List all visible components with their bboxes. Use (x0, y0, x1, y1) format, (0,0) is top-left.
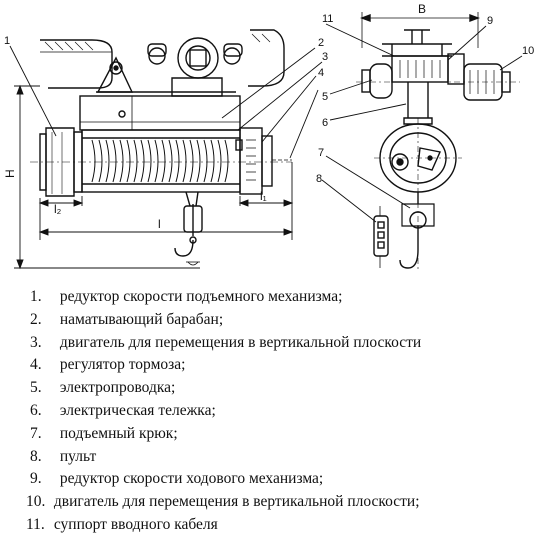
legend-text: наматывающий барабан; (59, 310, 224, 328)
leader-lines-right (321, 23, 523, 223)
callout-7: 7 (318, 147, 324, 159)
legend-item: 9. редуктор скорости ходового механизма; (30, 468, 545, 491)
dimension-b: B (418, 2, 426, 16)
legend-number: 3. (30, 333, 42, 351)
callout-6: 6 (322, 117, 328, 129)
legend-text: суппорт вводного кабеля (53, 515, 218, 533)
legend-number: 11. (26, 515, 45, 533)
callout-2: 2 (318, 37, 324, 49)
legend-number: 2. (30, 310, 42, 328)
rope-and-hook (174, 191, 203, 266)
legend-item: 2. наматывающий барабан; (30, 309, 545, 332)
legend-item: 6. электрическая тележка; (30, 400, 545, 423)
hoist-technical-drawing: 1 2 3 4 5 6 7 8 9 10 11 H B l l₂ l₁ (3, 2, 534, 270)
legend-item: 11. суппорт вводного кабеля (26, 514, 545, 537)
legend-text: пульт (59, 447, 97, 465)
dimension-l1: l₁ (260, 189, 267, 203)
legend-text: подъемный крюк; (59, 424, 178, 442)
legend-item: 3. двигатель для перемещения в вертикаль… (30, 332, 545, 355)
legend-text: электрическая тележка; (59, 401, 216, 419)
callout-4: 4 (318, 67, 324, 79)
winding-drum (81, 129, 241, 193)
legend-item: 1. редуктор скорости подъемного механизм… (30, 286, 545, 309)
legend-text: редуктор скорости подъемного механизма; (59, 288, 343, 305)
dimension-l: l (158, 217, 161, 231)
callout-3: 3 (322, 51, 328, 63)
leader-lines-left (9, 45, 323, 159)
callout-10: 10 (522, 45, 534, 57)
legend-number: 7. (30, 424, 42, 442)
legend-text: редуктор скорости ходового механизма; (59, 470, 324, 488)
hoist-housing (79, 95, 241, 131)
callout-8: 8 (316, 173, 322, 185)
legend-number: 4. (30, 356, 42, 374)
legend-text: двигатель для перемещения в вертикальной… (59, 333, 422, 351)
callout-1: 1 (4, 35, 10, 47)
legend-item: 5. электропроводка; (30, 377, 545, 400)
legend-number: 5. (30, 379, 42, 397)
callout-5: 5 (322, 91, 328, 103)
legend-item: 7. подъемный крюк; (30, 423, 545, 446)
legend-text: электропроводка; (59, 379, 176, 397)
dimension-h: H (3, 169, 17, 178)
legend-number: 10. (26, 493, 46, 511)
dimension-lines (14, 84, 294, 270)
legend-item: 10. двигатель для перемещения в вертикал… (26, 491, 545, 514)
parts-legend: 1. редуктор скорости подъемного механизм… (26, 286, 545, 537)
legend-number: 1. (30, 288, 42, 305)
dimension-l2: l₂ (54, 202, 62, 216)
legend-number: 8. (30, 447, 42, 465)
legend-text: регулятор тормоза; (59, 356, 186, 374)
legend-number: 6. (30, 401, 42, 419)
rail-beam (40, 29, 285, 89)
callout-9: 9 (487, 15, 493, 27)
lifting-motor (235, 127, 292, 195)
legend-number: 9. (30, 470, 42, 488)
legend-text: двигатель для перемещения в вертикальной… (53, 493, 420, 511)
end-view (356, 12, 520, 270)
legend-item: 4. регулятор тормоза; (30, 354, 545, 377)
trolley-carriage (96, 37, 243, 97)
callout-11: 11 (322, 13, 333, 25)
legend-item: 8. пульт (30, 446, 545, 469)
